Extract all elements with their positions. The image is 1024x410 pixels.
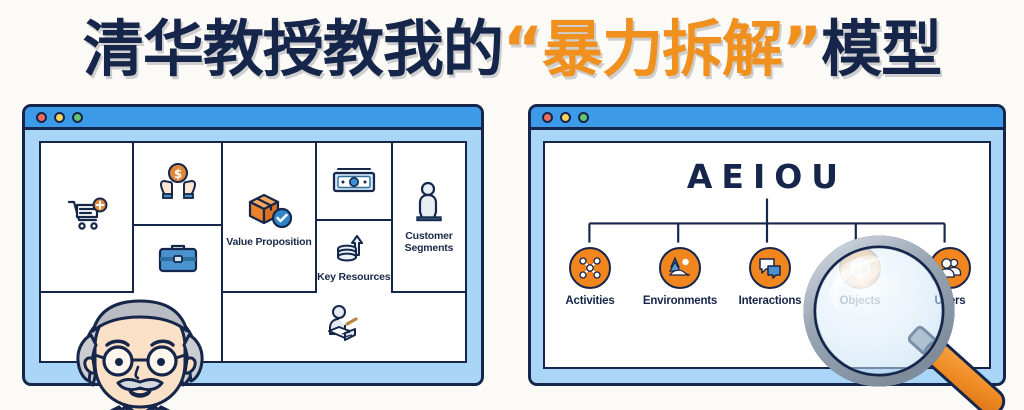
bmc-label-key-resources: Key Resources <box>317 271 391 284</box>
business-model-canvas-window: $ <box>22 104 484 410</box>
aeiou-node-activities[interactable]: Activities <box>547 247 633 307</box>
document-icon <box>111 314 150 335</box>
bmc-cell-customer-relations[interactable] <box>41 293 224 361</box>
shopping-cart-plus-icon <box>67 197 108 230</box>
title-part-1: 清华教授教我的 <box>82 13 504 85</box>
hands-holding-coin-icon: $ <box>159 162 196 199</box>
bmc-cell-value-proposition[interactable]: Value Proposition <box>223 143 317 294</box>
network-nodes-icon <box>579 257 601 279</box>
environments-bubble <box>659 247 701 289</box>
page-title: 清华教授教我的 “ 暴力拆解 ” 模型 <box>0 6 1024 92</box>
landscape-icon <box>668 256 691 276</box>
bmc-cell-key-resources[interactable]: Key Resources <box>317 221 393 294</box>
window-titlebar-right <box>531 107 1003 130</box>
interactions-bubble <box>749 247 791 289</box>
bmc-cell-key-partners[interactable] <box>41 143 135 294</box>
users-bubble <box>929 247 971 289</box>
aeiou-node-users[interactable]: Users <box>907 247 993 307</box>
maximize-button-icon[interactable] <box>578 111 589 123</box>
banknote-icon <box>332 167 375 192</box>
close-button-icon[interactable] <box>542 111 553 123</box>
bmc-cell-channels[interactable] <box>134 225 224 294</box>
activities-bubble <box>569 247 611 289</box>
bmc-label-customer-segments: Customer Segments <box>404 229 454 254</box>
activities-label: Activities <box>565 295 615 307</box>
bmc-grid: $ <box>41 143 465 361</box>
environments-label: Environments <box>642 295 718 307</box>
person-writing-icon <box>328 304 358 341</box>
minimize-button-icon[interactable] <box>560 111 571 123</box>
canvas-area-right: AEIOU <box>543 141 1006 410</box>
bmc-cell-revenue-streams[interactable] <box>316 143 393 222</box>
bmc-cell-cost-structure[interactable] <box>223 293 465 361</box>
standing-person-icon <box>416 181 442 222</box>
two-people-icon <box>938 258 962 278</box>
briefcase-icon <box>158 245 197 273</box>
title-quote-open: “ <box>502 13 543 85</box>
minimize-button-icon[interactable] <box>54 111 65 123</box>
magnifying-glass-icon[interactable] <box>797 231 1024 410</box>
coins-growth-icon <box>336 235 363 262</box>
close-button-icon[interactable] <box>36 111 47 123</box>
chat-bubble-icon <box>759 258 781 279</box>
title-part-2: 模型 <box>821 13 942 85</box>
bmc-cell-customer-segments[interactable]: Customer Segments <box>392 143 465 294</box>
aeiou-node-interactions[interactable]: Interactions <box>727 247 813 307</box>
bmc-cell-key-activities[interactable]: $ <box>134 143 224 226</box>
canvas-area-left: $ <box>39 141 467 363</box>
svg-text:$: $ <box>174 167 182 181</box>
window-titlebar-left <box>25 107 481 130</box>
aeiou-framework-window: AEIOU <box>528 104 1006 410</box>
aeiou-node-environments[interactable]: Environments <box>637 247 723 307</box>
title-quote-close: ” <box>782 13 822 85</box>
package-check-icon <box>248 193 293 228</box>
interactions-label: Interactions <box>738 295 802 307</box>
aeiou-heading: AEIOU <box>686 157 848 196</box>
maximize-button-icon[interactable] <box>72 111 83 123</box>
bmc-label-value-proposition: Value Proposition <box>226 235 312 248</box>
title-highlight: 暴力拆解 <box>541 13 783 85</box>
